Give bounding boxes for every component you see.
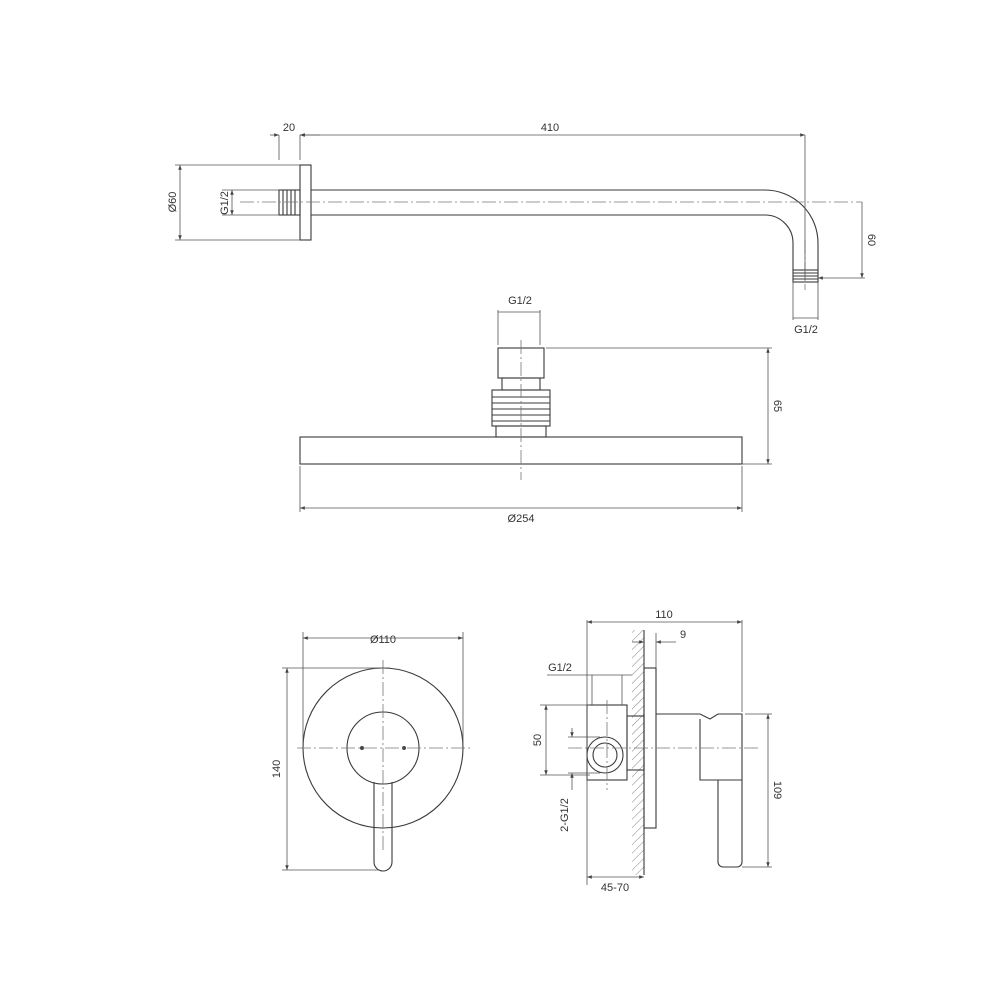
dim-drop: 60 bbox=[865, 234, 877, 246]
wall-flange bbox=[299, 164, 312, 241]
dim-flange-diameter: Ø60 bbox=[167, 192, 179, 213]
mixer-front-view: Ø110 140 bbox=[271, 632, 470, 872]
mixer-handle-body bbox=[656, 713, 743, 781]
arm-pipe bbox=[311, 189, 819, 270]
dim-install-depth: 45-70 bbox=[601, 882, 629, 894]
dim-outlet-thread: G1/2 bbox=[794, 324, 818, 336]
dim-connections: 2-G1/2 bbox=[559, 798, 571, 832]
dim-side-height: 109 bbox=[771, 781, 783, 799]
mixer-lever-side bbox=[717, 780, 743, 868]
dim-flange-depth: 20 bbox=[283, 122, 295, 134]
dim-inlet-thread: G1/2 bbox=[219, 191, 231, 215]
dim-plate-diameter: Ø110 bbox=[370, 634, 396, 646]
shower-head-view: G1/2 65 Ø254 bbox=[299, 295, 783, 525]
mixer-side-view: 110 9 G1/2 50 2-G1/2 45-70 109 bbox=[532, 609, 783, 894]
dim-head-thread: G1/2 bbox=[508, 295, 532, 307]
dim-head-diameter: Ø254 bbox=[508, 513, 535, 525]
inlet-thread bbox=[278, 189, 301, 216]
inlet-connection bbox=[586, 736, 624, 774]
dim-plate-thickness: 9 bbox=[680, 629, 686, 641]
shower-arm-view: 20 410 Ø60 G1/2 60 G1/2 bbox=[167, 122, 877, 336]
mixer-lever bbox=[373, 782, 393, 872]
dim-head-height: 65 bbox=[771, 400, 783, 412]
dim-arm-length: 410 bbox=[541, 122, 559, 134]
dim-front-height: 140 bbox=[271, 760, 283, 778]
dim-side-thread: G1/2 bbox=[548, 662, 572, 674]
dim-side-depth: 110 bbox=[655, 609, 673, 621]
dim-spacing: 50 bbox=[532, 734, 544, 746]
wall-section bbox=[632, 630, 644, 875]
